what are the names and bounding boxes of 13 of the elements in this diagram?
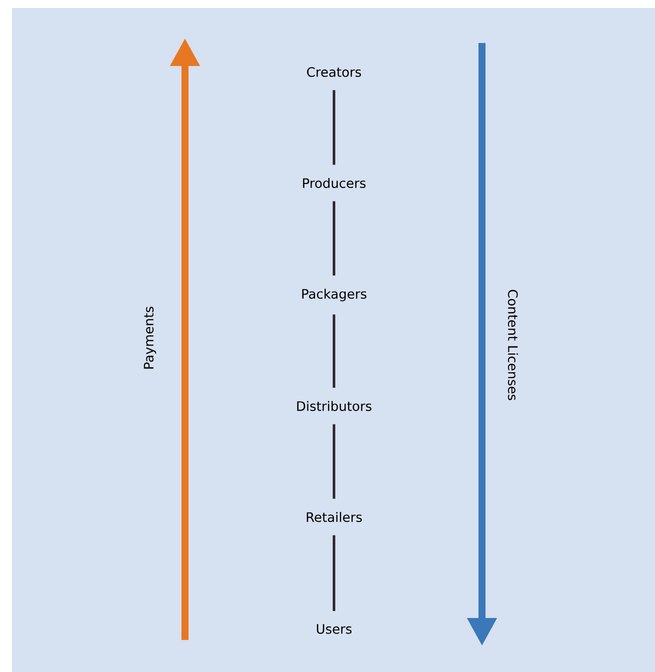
arrow-label: Payments: [144, 306, 156, 369]
arrow-label: Content Licenses: [508, 290, 518, 400]
connector-line: [332, 201, 336, 276]
stage-label: Distributors: [297, 400, 372, 412]
connector-line: [332, 314, 336, 388]
connector-line: [332, 424, 336, 499]
stage-label: Retailers: [306, 512, 362, 522]
connector-line: [332, 535, 336, 611]
stage-label: Producers: [303, 178, 366, 188]
stage-label: Creators: [307, 67, 361, 77]
stage-label: Users: [316, 624, 352, 634]
stage-label: Packagers: [302, 288, 366, 302]
connector-line: [332, 90, 336, 165]
